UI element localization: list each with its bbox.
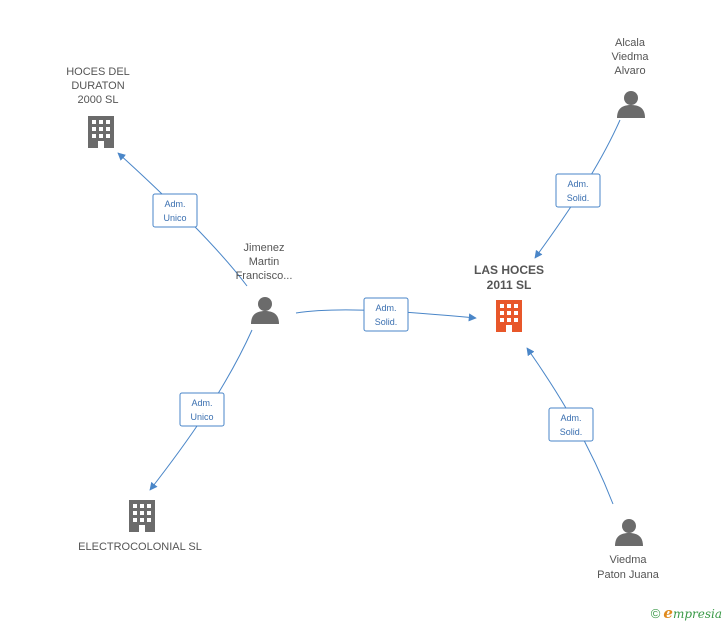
node-hoces-duraton[interactable]: HOCES DEL DURATON 2000 SL bbox=[66, 66, 130, 148]
node-label-line: Martin bbox=[249, 256, 280, 268]
node-label-line: 2011 SL bbox=[487, 278, 532, 292]
node-label-line: Viedma bbox=[611, 51, 649, 63]
edge-label-jimenez-las-hoces[interactable]: Adm. Solid. bbox=[363, 297, 409, 332]
node-label-line: Paton Juana bbox=[597, 569, 660, 581]
brand-logo: empresia bbox=[663, 604, 722, 622]
node-label-line: Jimenez bbox=[244, 242, 285, 254]
edge-label-line: Solid. bbox=[560, 427, 583, 437]
edge-label-line: Adm. bbox=[375, 303, 396, 313]
node-viedma-paton[interactable]: Viedma Paton Juana bbox=[597, 519, 660, 581]
node-label-line: DURATON bbox=[71, 80, 124, 92]
edge-label-line: Adm. bbox=[567, 179, 588, 189]
edge-label-alcala-las-hoces[interactable]: Adm. Solid. bbox=[555, 173, 601, 208]
person-icon bbox=[615, 519, 643, 546]
node-label-line: Francisco... bbox=[236, 270, 293, 282]
node-label-line: LAS HOCES bbox=[474, 263, 544, 277]
footer-brand: © empresia bbox=[651, 604, 722, 622]
node-alcala[interactable]: Alcala Viedma Alvaro bbox=[611, 37, 649, 118]
node-label-line: HOCES DEL bbox=[66, 66, 130, 78]
node-jimenez[interactable]: Jimenez Martin Francisco... bbox=[236, 242, 293, 324]
node-las-hoces[interactable]: LAS HOCES 2011 SL bbox=[474, 263, 544, 332]
brand-logo-text: mpresia bbox=[672, 607, 722, 621]
edge-label-line: Adm. bbox=[560, 413, 581, 423]
brand-logo-initial: e bbox=[663, 604, 673, 622]
building-icon bbox=[129, 500, 155, 532]
node-label-line: Alvaro bbox=[614, 65, 645, 77]
edge-label-line: Unico bbox=[190, 412, 213, 422]
edge-label-line: Solid. bbox=[567, 193, 590, 203]
edge-label-line: Solid. bbox=[375, 317, 398, 327]
building-icon bbox=[88, 116, 114, 148]
node-electrocolonial[interactable]: ELECTROCOLONIAL SL bbox=[78, 500, 202, 553]
edge-label-viedma-las-hoces[interactable]: Adm. Solid. bbox=[548, 407, 594, 442]
building-icon bbox=[496, 300, 522, 332]
edge-label-line: Unico bbox=[163, 213, 186, 223]
node-label-line: 2000 SL bbox=[78, 94, 119, 106]
node-label-line: ELECTROCOLONIAL SL bbox=[78, 541, 202, 553]
node-label-line: Alcala bbox=[615, 37, 646, 49]
person-icon bbox=[251, 297, 279, 324]
node-label-line: Viedma bbox=[609, 554, 647, 566]
edge-label-line: Adm. bbox=[191, 398, 212, 408]
edge-label-line: Adm. bbox=[164, 199, 185, 209]
edge-label-jimenez-hoces-duraton[interactable]: Adm. Unico bbox=[152, 193, 198, 228]
person-icon bbox=[617, 91, 645, 118]
edge-label-jimenez-electrocolonial[interactable]: Adm. Unico bbox=[179, 392, 225, 427]
copyright-icon: © bbox=[650, 605, 661, 621]
